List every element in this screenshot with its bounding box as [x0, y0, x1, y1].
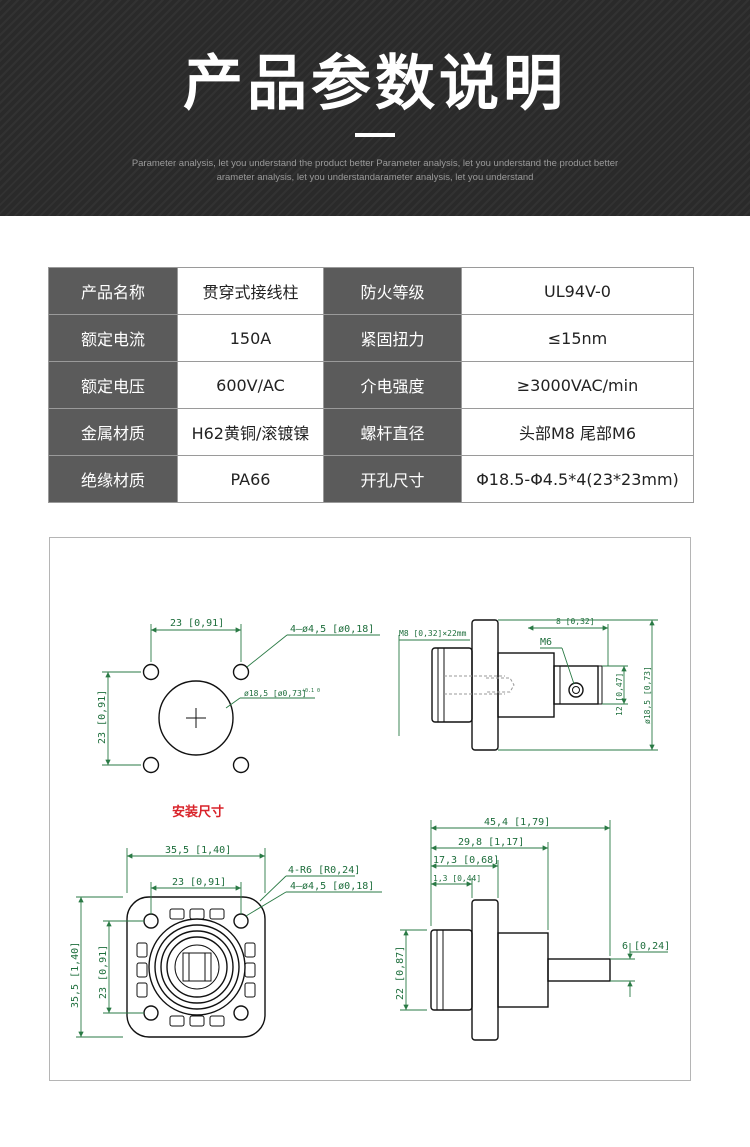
header-subtitle-1: Parameter analysis, let you understand t… — [131, 158, 619, 169]
dim-29-8: 29,8 [1,17] — [458, 837, 524, 848]
param-value: UL94V-0 — [461, 267, 694, 315]
param-value: ≥3000VAC/min — [461, 361, 694, 409]
page-title: 产品参数说明 — [183, 49, 567, 119]
cutout-view: 23 [0,91] 23 [0,91] 4—ø4,5 [ø0,18] ø18,5… — [97, 618, 380, 774]
param-value: ≤15nm — [461, 314, 694, 362]
overall-length-dim: 45,4 [1,79] — [484, 817, 550, 828]
center-hole — [158, 680, 234, 756]
front-view: 35,5 [1,40] 23 [0,91] 4-R6 [R0,24] 4—ø4,… — [70, 845, 382, 1038]
table-row: 金属材质 H62黄铜/滚镀镍 螺杆直径 头部M8 尾部M6 — [48, 408, 694, 456]
m6-label: M6 — [540, 637, 552, 648]
header-banner: 产品参数说明 Parameter analysis, let you under… — [0, 0, 750, 216]
cutout-side-dim: 23 [0,91] — [97, 690, 108, 744]
param-label: 额定电流 — [48, 314, 178, 362]
header-subtitle-2: arameter analysis, let you understandara… — [216, 172, 534, 183]
table-row: 额定电流 150A 紧固扭力 ≤15nm — [48, 314, 694, 362]
param-label: 开孔尺寸 — [323, 455, 462, 503]
header-texture — [0, 0, 750, 216]
param-value: 600V/AC — [177, 361, 324, 409]
table-row: 产品名称 贯穿式接线柱 防火等级 UL94V-0 — [48, 267, 694, 315]
param-label: 紧固扭力 — [323, 314, 462, 362]
title-underline — [355, 133, 395, 137]
dia-22-dim: 22 [0,87] — [395, 946, 406, 1000]
param-label: 防火等级 — [323, 267, 462, 315]
param-label: 绝缘材质 — [48, 455, 178, 503]
cutout-center-label: ø18,5 [ø0,73] — [244, 689, 307, 698]
param-value: 头部M8 尾部M6 — [461, 408, 694, 456]
param-label: 金属材质 — [48, 408, 178, 456]
front-pitch-dim: 23 [0,91] — [172, 877, 226, 888]
front-pitch-v-dim: 23 [0,91] — [98, 945, 109, 999]
mount-hole — [142, 663, 160, 681]
mount-hole — [232, 663, 250, 681]
parameter-table: 产品名称 贯穿式接线柱 防火等级 UL94V-0 额定电流 150A 紧固扭力 … — [48, 267, 694, 503]
technical-drawing: 23 [0,91] 23 [0,91] 4—ø4,5 [ø0,18] ø18,5… — [70, 617, 670, 1041]
param-value: Φ18.5-Φ4.5*4(23*23mm) — [461, 455, 694, 503]
mount-hole — [142, 756, 160, 774]
param-value: 150A — [177, 314, 324, 362]
front-radius-label: 4-R6 [R0,24] — [288, 865, 360, 876]
dim-1-3: 1,3 [0,44] — [433, 874, 481, 883]
mount-hole — [232, 756, 250, 774]
table-row: 绝缘材质 PA66 开孔尺寸 Φ18.5-Φ4.5*4(23*23mm) — [48, 455, 694, 503]
m8-dim: M8 [0,32]×22mm — [399, 629, 467, 638]
install-size-label: 安装尺寸 — [172, 804, 224, 820]
cutout-center-tol: +0.1 0 — [302, 688, 320, 694]
dia-6-dim: 6 [0,24] — [622, 941, 670, 952]
side-view: M8 [0,32]×22mm 8 [0,32] M6 12 [0,47] ø18… — [398, 617, 658, 751]
front-holes-label: 4—ø4,5 [ø0,18] — [290, 881, 374, 892]
front-width-dim: 35,5 [1,40] — [165, 845, 231, 856]
side-dim-185: ø18,5 [0,73] — [643, 666, 652, 724]
param-label: 螺杆直径 — [323, 408, 462, 456]
param-label: 介电强度 — [323, 361, 462, 409]
cutout-top-dim: 23 [0,91] — [170, 618, 224, 629]
param-value: PA66 — [177, 455, 324, 503]
param-label: 产品名称 — [48, 267, 178, 315]
param-value: 贯穿式接线柱 — [177, 267, 324, 315]
side-dim-12: 12 [0,47] — [615, 673, 624, 716]
technical-drawing-panel: 23 [0,91] 23 [0,91] 4—ø4,5 [ø0,18] ø18,5… — [49, 537, 691, 1081]
front-height-dim: 35,5 [1,40] — [70, 942, 81, 1008]
param-label: 额定电压 — [48, 361, 178, 409]
side-top-dim: 8 [0,32] — [556, 617, 595, 626]
table-row: 额定电压 600V/AC 介电强度 ≥3000VAC/min — [48, 361, 694, 409]
cutout-holes-label: 4—ø4,5 [ø0,18] — [290, 624, 374, 635]
dim-17-3: 17,3 [0,68] — [433, 855, 499, 866]
param-value: H62黄铜/滚镀镍 — [177, 408, 324, 456]
bottom-side-view: 45,4 [1,79] 29,8 [1,17] 17,3 [0,68] 1,3 … — [395, 817, 670, 1041]
